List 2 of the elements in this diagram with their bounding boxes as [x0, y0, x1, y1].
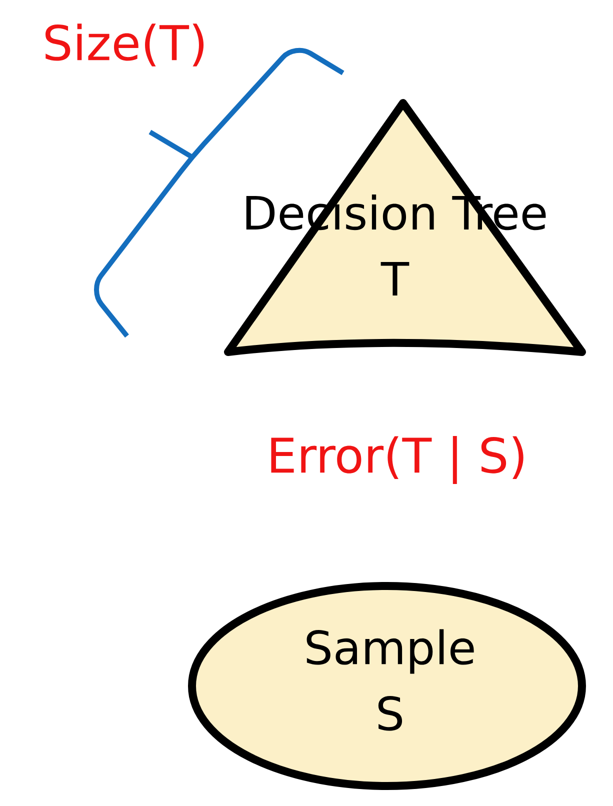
label: Size(T)	[46, 24, 204, 66]
label: Error(T | S)	[271, 436, 524, 484]
